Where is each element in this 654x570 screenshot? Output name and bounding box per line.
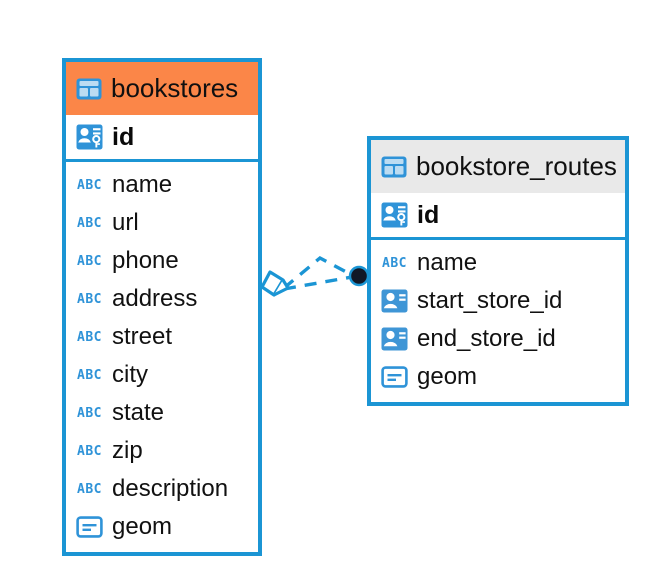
relationship-line-start-store-id <box>282 255 353 290</box>
foreign-key-icon <box>381 289 408 313</box>
column-row[interactable]: geom <box>371 358 625 396</box>
abc-text-icon: ABC <box>77 177 102 193</box>
column-label: zip <box>112 437 143 464</box>
entity-header-bookstores[interactable]: bookstores <box>66 62 258 115</box>
column-row[interactable]: ABC state <box>66 394 258 432</box>
column-list-bookstores: ABC name ABC url ABC phone ABC address A… <box>66 162 258 552</box>
abc-text-icon: ABC <box>77 405 102 421</box>
entity-table-bookstore-routes[interactable]: bookstore_routes id ABC name <box>367 136 629 406</box>
primary-key-icon <box>76 124 103 150</box>
entity-table-bookstores[interactable]: bookstores id ABC name ABC url <box>62 58 262 556</box>
abc-text-icon: ABC <box>77 443 102 459</box>
column-row[interactable]: ABC name <box>66 166 258 204</box>
geometry-icon <box>381 366 408 388</box>
primary-key-row-bookstores[interactable]: id <box>66 115 258 162</box>
entity-title: bookstore_routes <box>416 151 617 181</box>
primary-key-icon <box>381 202 408 228</box>
column-list-bookstore-routes: ABC name start_store_id <box>371 240 625 402</box>
entity-title: bookstores <box>111 73 239 103</box>
column-label: phone <box>112 247 179 274</box>
column-label: name <box>417 249 478 276</box>
column-label: geom <box>417 363 478 390</box>
column-label: state <box>112 399 165 426</box>
column-row[interactable]: ABC description <box>66 470 258 508</box>
abc-text-icon: ABC <box>382 255 407 271</box>
column-row[interactable]: ABC name <box>371 244 625 282</box>
abc-text-icon: ABC <box>77 215 102 231</box>
column-row[interactable]: start_store_id <box>371 282 625 320</box>
abc-text-icon: ABC <box>77 367 102 383</box>
column-label: url <box>112 209 139 236</box>
abc-text-icon: ABC <box>77 253 102 269</box>
column-row[interactable]: ABC street <box>66 318 258 356</box>
table-icon <box>381 156 407 177</box>
column-label: street <box>112 323 173 350</box>
column-row[interactable]: geom <box>66 508 258 546</box>
column-label: start_store_id <box>417 287 563 314</box>
column-label: end_store_id <box>417 325 556 352</box>
entity-header-bookstore-routes[interactable]: bookstore_routes <box>371 140 625 193</box>
column-row[interactable]: ABC phone <box>66 242 258 280</box>
column-label: city <box>112 361 148 388</box>
circle-endpoint-icon <box>348 265 370 287</box>
column-label: address <box>112 285 198 312</box>
primary-key-label: id <box>112 122 135 151</box>
foreign-key-icon <box>381 327 408 351</box>
primary-key-label: id <box>417 200 440 229</box>
column-row[interactable]: ABC zip <box>66 432 258 470</box>
geometry-icon <box>76 516 103 538</box>
abc-text-icon: ABC <box>77 481 102 497</box>
table-icon <box>76 78 102 99</box>
column-row[interactable]: end_store_id <box>371 320 625 358</box>
column-row[interactable]: ABC city <box>66 356 258 394</box>
column-row[interactable]: ABC address <box>66 280 258 318</box>
column-label: geom <box>112 513 173 540</box>
column-label: description <box>112 475 229 502</box>
abc-text-icon: ABC <box>77 291 102 307</box>
abc-text-icon: ABC <box>77 329 102 345</box>
column-row[interactable]: ABC url <box>66 204 258 242</box>
column-label: name <box>112 171 173 198</box>
primary-key-row-bookstore-routes[interactable]: id <box>371 193 625 240</box>
diamond-endpoint-icon <box>260 270 290 297</box>
relationship-line-end-store-id <box>283 275 353 291</box>
